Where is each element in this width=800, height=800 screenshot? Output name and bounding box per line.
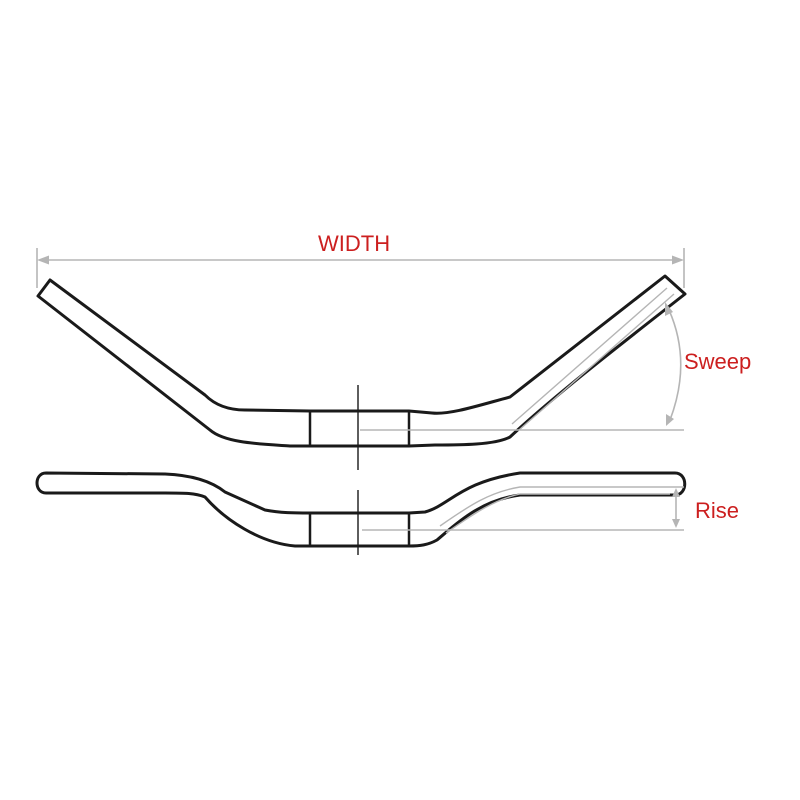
rise-arrow-bottom [672, 519, 680, 528]
sweep-dimension [360, 287, 684, 431]
sweep-grip-axis [511, 287, 675, 431]
rise-arrow-top [672, 488, 680, 497]
sweep-arrow-top [665, 302, 673, 316]
rise-label: Rise [695, 498, 740, 523]
width-label: WIDTH [318, 231, 391, 256]
width-arrow-left [37, 255, 49, 265]
handlebar-front-view [35, 471, 687, 548]
sweep-label: Sweep [684, 349, 752, 374]
width-arrow-right [672, 255, 684, 265]
rise-bar-axis [439, 486, 684, 534]
handlebar-top-view [36, 274, 687, 448]
sweep-arc [668, 309, 682, 421]
width-dimension [36, 248, 685, 288]
rise-dimension [362, 486, 684, 534]
sweep-arrow-bottom [666, 414, 674, 426]
